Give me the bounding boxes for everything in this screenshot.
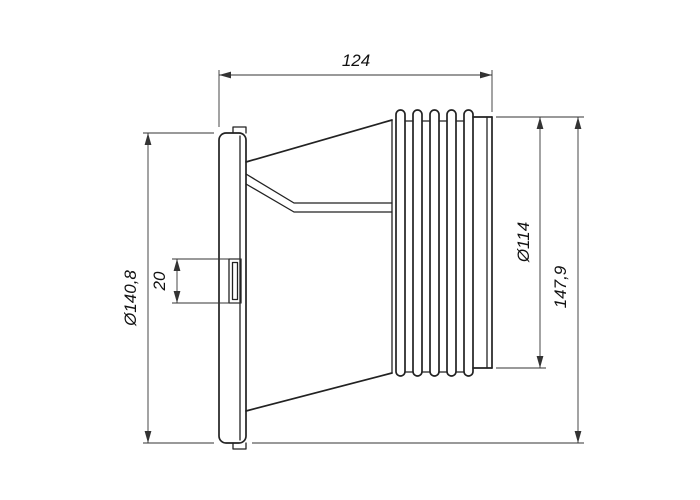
cone-top-edge bbox=[245, 119, 393, 163]
cone-bottom-edge bbox=[245, 372, 393, 412]
flange-top-tab bbox=[232, 126, 247, 134]
cone-inner-line-upper bbox=[245, 173, 393, 204]
dim-outlet-diameter: Ø114 bbox=[496, 117, 546, 369]
dim-label-overall-height: 147,9 bbox=[551, 265, 570, 308]
dim-label-overall-length: 124 bbox=[342, 51, 370, 70]
bellows-fin bbox=[463, 109, 474, 377]
flange-slot-outer bbox=[228, 258, 242, 304]
flange-slot bbox=[228, 258, 242, 304]
cone-inner-line-lower bbox=[245, 183, 393, 213]
dim-label-outlet-diameter: Ø114 bbox=[514, 222, 533, 263]
bellows-fin bbox=[429, 109, 440, 377]
cone-body bbox=[245, 119, 393, 412]
flange-bottom-tab bbox=[232, 442, 247, 450]
flange bbox=[218, 126, 247, 450]
dim-overall-length: 124 bbox=[218, 51, 493, 127]
dim-label-slot-height: 20 bbox=[150, 271, 169, 291]
flange-slot-inner bbox=[231, 261, 239, 301]
bellows-valleys bbox=[404, 120, 465, 373]
bellows-fin bbox=[446, 109, 457, 377]
dim-overall-height: 147,9 bbox=[252, 116, 584, 444]
dim-flange-diameter: Ø140,8 bbox=[121, 132, 214, 444]
bellows-section bbox=[395, 109, 474, 377]
outlet-pipe bbox=[472, 116, 493, 369]
bellows-fin bbox=[412, 109, 423, 377]
dim-slot-height: 20 bbox=[150, 258, 241, 304]
dim-label-flange-diameter: Ø140,8 bbox=[121, 270, 140, 327]
bellows-fin bbox=[395, 109, 406, 377]
